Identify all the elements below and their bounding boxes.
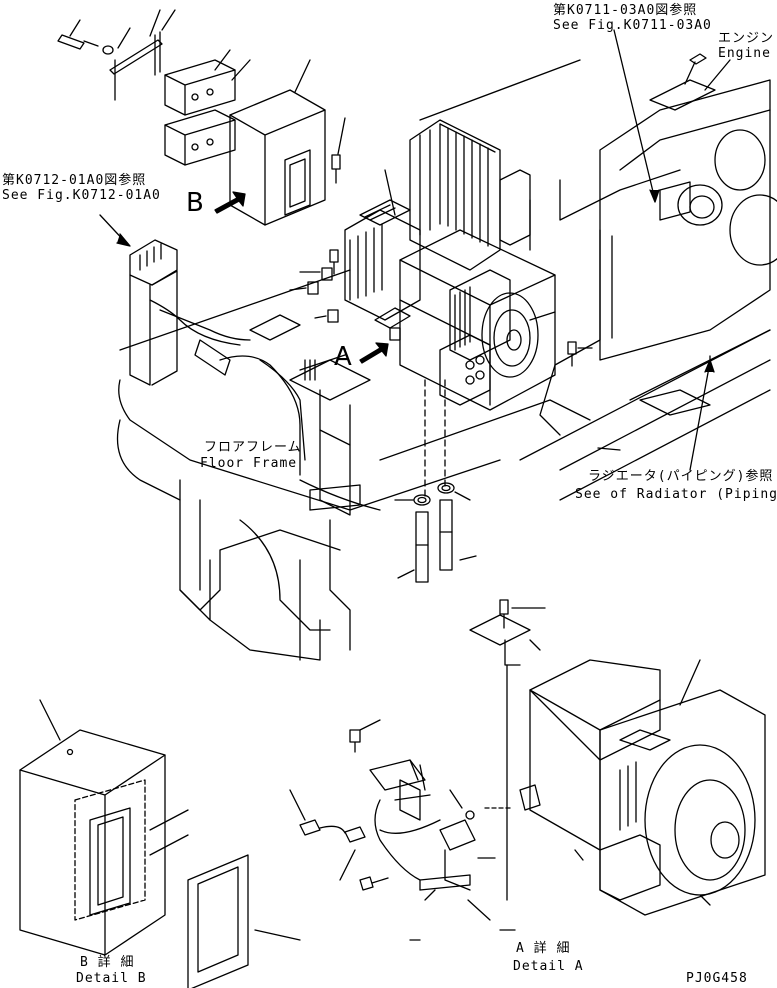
ref-k0712-label-jp: 第K0712-01A0図参照 [2, 173, 147, 188]
label-leaders [409, 447, 621, 941]
ref-k0711-label-en: See Fig.K0711-03A0 [553, 18, 712, 33]
detail-a [289, 599, 766, 921]
radiator-label-en: See of Radiator (Piping) [575, 487, 777, 502]
floor-frame-label-en: Floor Frame [200, 456, 298, 471]
hvac-unit [289, 119, 593, 411]
left-vent-and-harness [99, 214, 371, 516]
detail-b [19, 699, 301, 988]
floor-frame-label-jp: フロアフレーム [204, 440, 302, 455]
engine-label-en: Engine [718, 46, 771, 61]
detail-b-label-en: Detail B [76, 971, 147, 986]
view-b-marker: B [186, 188, 204, 218]
drawing-number: PJ0G458 [686, 971, 748, 986]
detail-a-label-jp: A 詳 細 [516, 941, 571, 956]
floor-frame [116, 59, 591, 661]
drain-hoses [394, 379, 477, 583]
ref-k0711-label-jp: 第K0711-03A0図参照 [553, 3, 698, 18]
engine-label-jp: エンジン [718, 31, 775, 46]
engine [519, 29, 777, 501]
detail-a-label-en: Detail A [513, 959, 584, 974]
ref-k0712-label-en: See Fig.K0712-01A0 [2, 188, 161, 203]
top-left-hardware [57, 9, 346, 226]
radiator-label-jp: ラジエータ(パイピング)参照 [588, 469, 774, 484]
detail-b-label-jp: B 詳 細 [80, 955, 135, 970]
view-a-marker: A [334, 342, 352, 372]
